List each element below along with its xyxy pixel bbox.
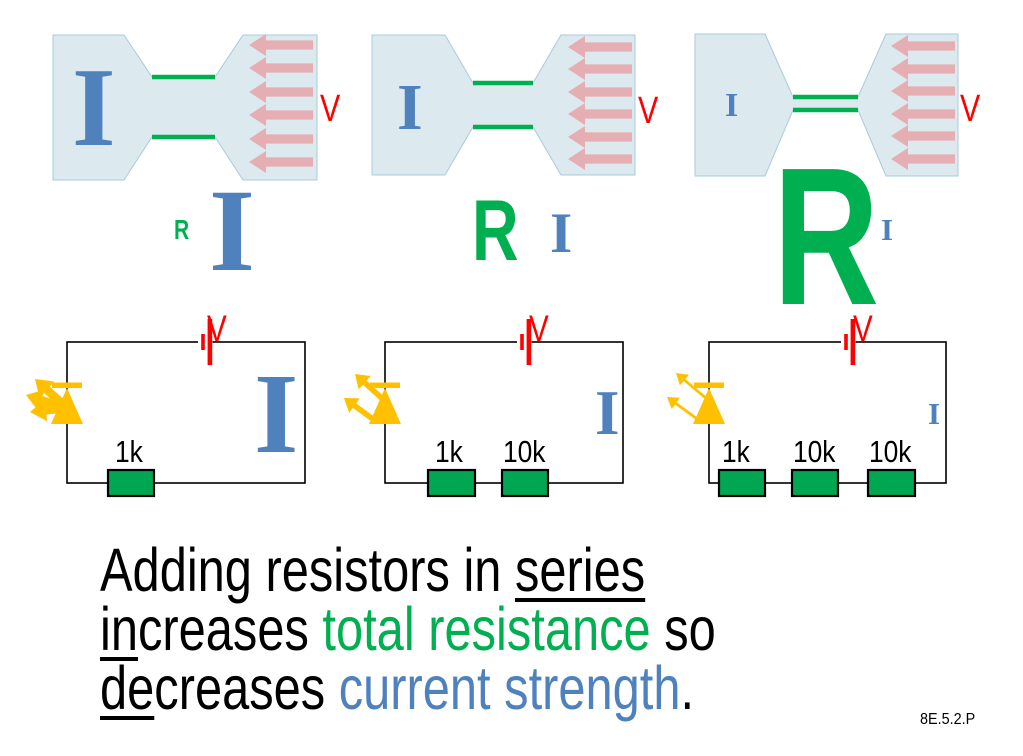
circuit-voltage-label: V — [207, 308, 227, 349]
panel-current-label-large: I — [881, 212, 894, 247]
caption-line-3: decreases current strength. — [100, 658, 716, 719]
channel-diagram-1 — [52, 34, 318, 181]
panel-current-label-large: I — [209, 165, 255, 296]
channel-diagram-2 — [371, 34, 636, 176]
resistor-value-label: 1k — [115, 434, 143, 469]
channel-diagram-3 — [694, 33, 959, 177]
panel-resistance-label: R — [773, 127, 880, 346]
led-icon — [662, 367, 725, 427]
led-icon — [22, 370, 83, 424]
circuit-voltage-label: V — [853, 308, 873, 349]
caption-line-1: Adding resistors in series — [100, 540, 716, 601]
caption-green-phrase: total resistance — [322, 595, 651, 663]
resistor-body — [500, 468, 550, 498]
caption-text: creases — [137, 595, 323, 663]
resistor-body — [426, 468, 477, 498]
panel-voltage-label: V — [960, 88, 981, 130]
caption-text: so — [650, 595, 716, 663]
circuit-current-label: I — [928, 396, 941, 431]
panel-voltage-label: V — [320, 88, 341, 130]
circuit-1 — [22, 319, 306, 498]
resistor-value-label: 10k — [793, 434, 836, 469]
panel-resistance-label: R — [472, 183, 519, 279]
resistor-value-label: 1k — [722, 434, 750, 469]
panel-voltage-label: V — [638, 90, 659, 132]
caption-underlined-word: series — [515, 536, 646, 604]
caption-line-2: increases total resistance so — [100, 599, 716, 660]
panel-current-label: I — [72, 46, 116, 170]
panel-resistance-label: R — [174, 214, 190, 245]
caption-underlined-prefix: in — [100, 595, 138, 663]
panel-current-label: I — [725, 87, 739, 124]
caption-blue-phrase: current strength — [338, 654, 681, 722]
resistor-value-label: 1k — [435, 434, 463, 469]
caption-text: creases — [154, 654, 339, 722]
footer-code: 8E.5.2.P — [920, 711, 976, 728]
led-icon — [338, 367, 401, 428]
circuit-3 — [662, 319, 947, 498]
resistor-body — [866, 468, 917, 498]
circuit-current-label: I — [595, 378, 620, 448]
caption-underlined-prefix: de — [100, 654, 155, 722]
resistor-body — [790, 468, 840, 498]
resistor-body — [106, 468, 156, 498]
panel-current-label: I — [397, 71, 423, 144]
circuit-voltage-label: V — [529, 308, 549, 349]
circuit-current-label: I — [254, 350, 299, 477]
panel-current-label-large: I — [550, 202, 573, 265]
resistor-body — [717, 468, 767, 498]
resistor-value-label: 10k — [869, 434, 912, 469]
resistor-value-label: 10k — [503, 434, 546, 469]
caption: Adding resistors in series increases tot… — [100, 540, 716, 719]
caption-text: Adding resistors in — [100, 536, 515, 604]
circuit-2 — [338, 319, 624, 498]
caption-text: . — [680, 654, 695, 722]
